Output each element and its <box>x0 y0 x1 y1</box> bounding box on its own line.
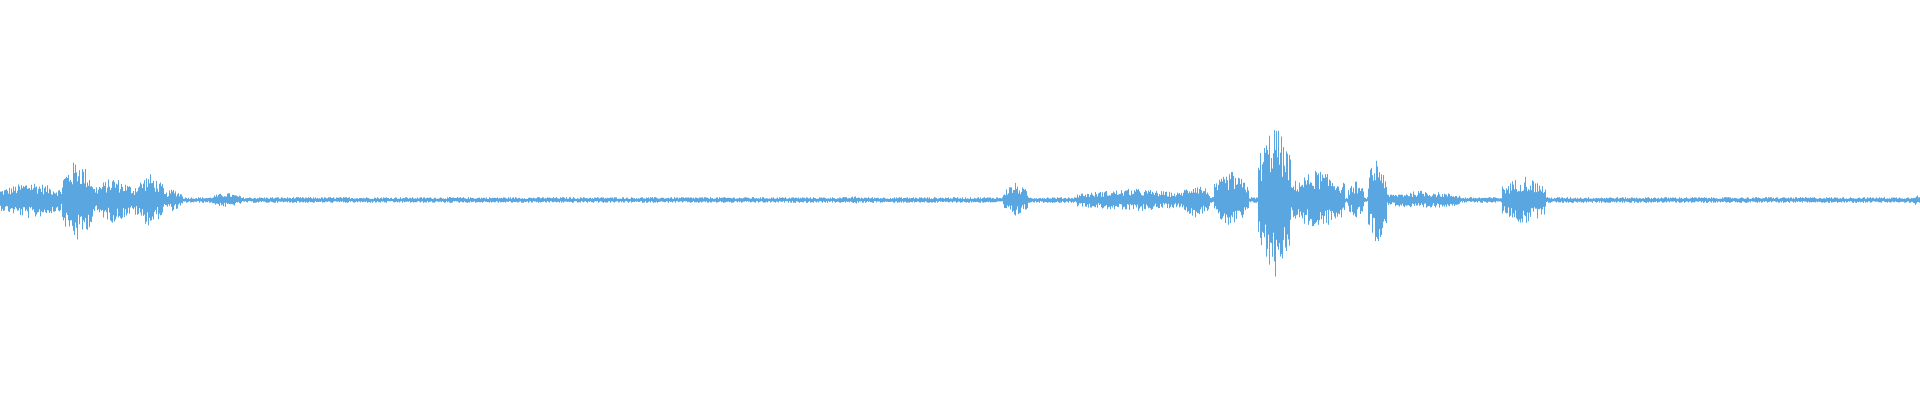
waveform-samples <box>0 130 1920 277</box>
